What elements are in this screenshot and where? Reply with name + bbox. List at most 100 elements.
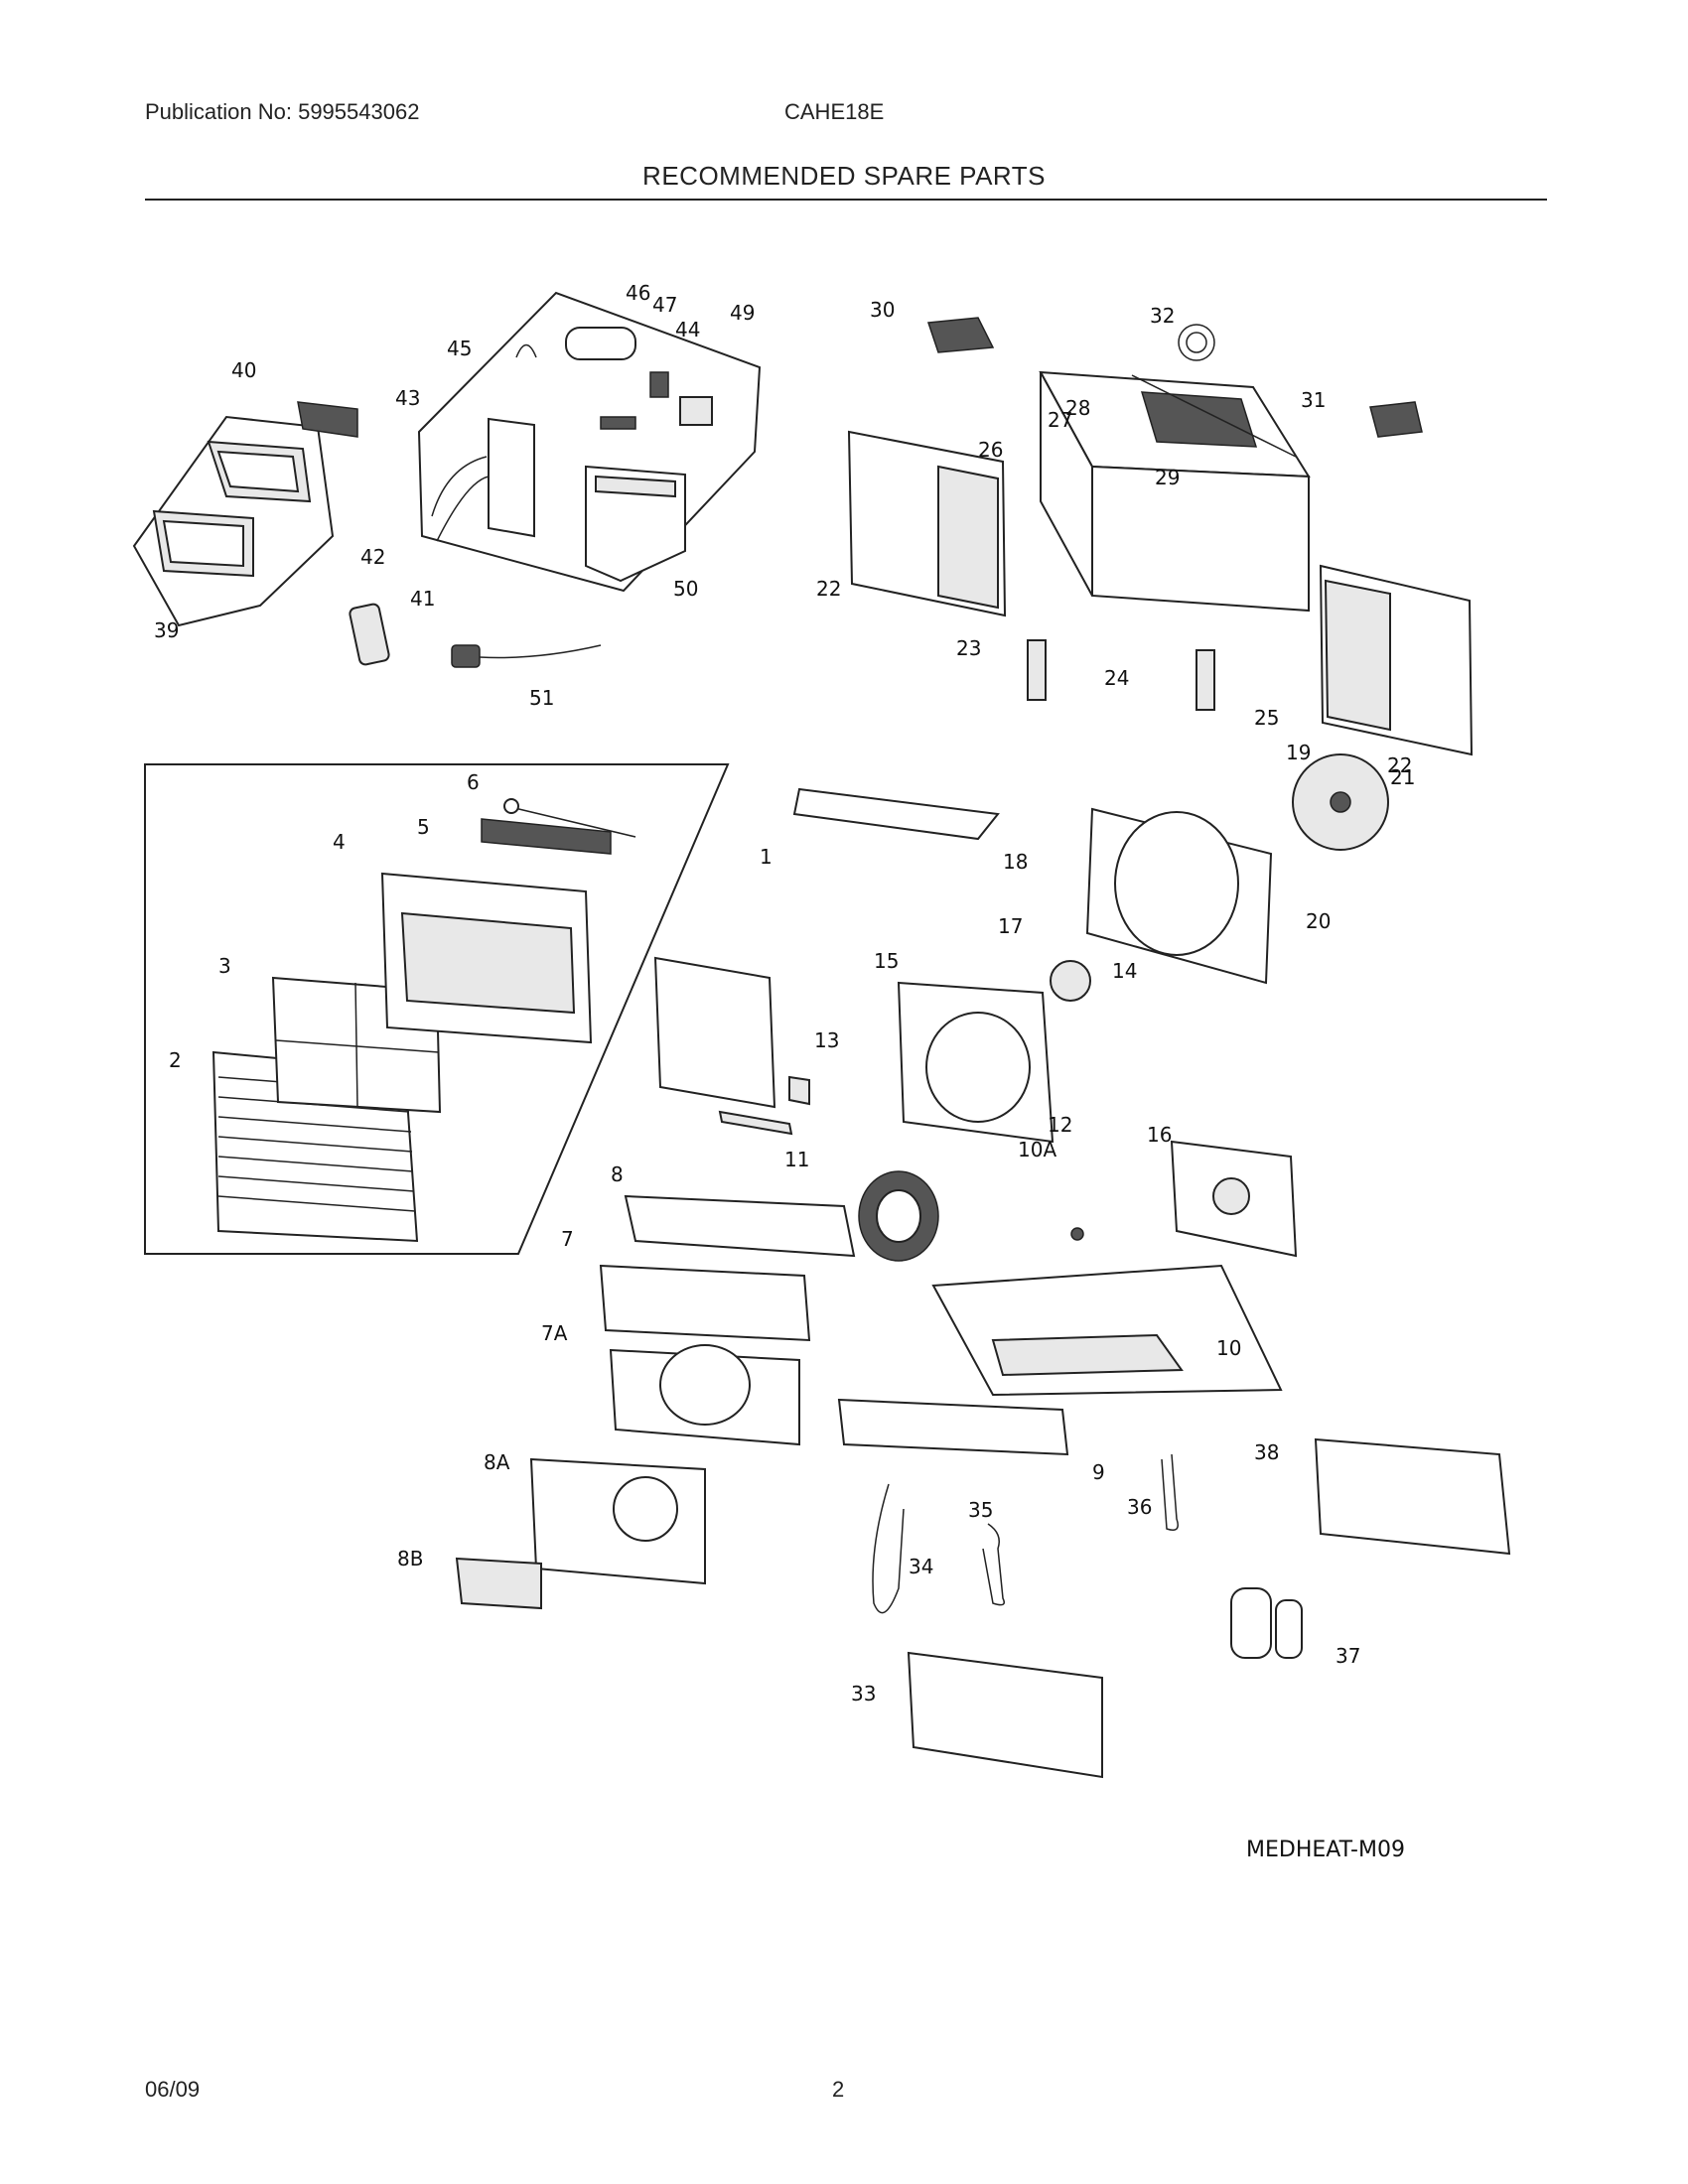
electrical-group	[417, 291, 762, 593]
power-cord	[479, 644, 602, 659]
callout-49: 49	[730, 301, 755, 325]
evaporator-cover	[624, 1194, 856, 1258]
callout-23: 23	[956, 636, 981, 660]
callout-38: 38	[1254, 1440, 1279, 1464]
callout-24: 24	[1104, 666, 1129, 690]
filter-divider-h	[275, 1039, 440, 1053]
callout-11: 11	[784, 1148, 809, 1171]
electrical-group-outline	[417, 291, 762, 593]
callout-19: 19	[1286, 741, 1311, 764]
callout-9: 9	[1092, 1460, 1105, 1484]
terminal-block	[600, 416, 636, 430]
callout-33: 33	[851, 1682, 876, 1706]
callout-labels: 12345677A88A8B91010A11121314151617181920…	[154, 281, 1415, 1706]
shroud-ring	[1114, 811, 1239, 956]
cabinet-side	[1040, 371, 1093, 597]
seal-coil	[1178, 324, 1215, 361]
callout-6: 6	[467, 770, 480, 794]
callout-10: 10	[1216, 1336, 1241, 1360]
base-pan-fitting	[1070, 1227, 1084, 1241]
cabinet-front	[1091, 465, 1310, 613]
callout-8b: 8B	[397, 1547, 423, 1570]
callout-27: 27	[1048, 408, 1072, 432]
callout-32: 32	[1150, 304, 1175, 328]
callout-18: 18	[1003, 850, 1028, 874]
drain-pan-top	[792, 787, 1000, 841]
support-bracket-right	[1196, 649, 1215, 711]
relay	[649, 371, 669, 398]
callout-5: 5	[417, 815, 430, 839]
callout-2: 2	[169, 1048, 182, 1072]
callout-7: 7	[561, 1227, 574, 1251]
cabinet-group	[847, 317, 1474, 756]
compressor	[1230, 1587, 1272, 1659]
motor-bracket-hub	[1212, 1177, 1250, 1215]
callout-29: 29	[1155, 466, 1180, 489]
callout-39: 39	[154, 618, 179, 642]
callout-43: 43	[395, 386, 420, 410]
publication-number: Publication No: 5995543062	[145, 99, 420, 124]
side-curtain-left-pleats	[937, 465, 999, 610]
control-box-top	[595, 475, 676, 498]
transformer	[679, 396, 713, 426]
callout-47: 47	[652, 293, 677, 317]
support-rod	[718, 1110, 793, 1136]
callout-22: 22	[816, 577, 841, 601]
front-panel-opening	[400, 911, 576, 1015]
control-board-face	[216, 450, 300, 493]
page-title: RECOMMENDED SPARE PARTS	[642, 161, 1046, 191]
model-number: CAHE18E	[784, 99, 885, 124]
callout-30: 30	[870, 298, 895, 322]
callout-51: 51	[529, 686, 554, 710]
airflow-group	[455, 753, 1389, 1610]
capillary-tube	[872, 1483, 905, 1614]
condenser-coil	[1314, 1437, 1511, 1556]
callout-40: 40	[231, 358, 256, 382]
seal-coil-inner	[1186, 332, 1207, 353]
pc-board	[297, 401, 358, 438]
filter-divider	[354, 982, 358, 1108]
callout-15: 15	[874, 949, 899, 973]
screw-pack-left	[926, 317, 995, 353]
bracket-small	[788, 1075, 810, 1106]
callout-26: 26	[978, 438, 1003, 462]
callout-45: 45	[447, 337, 472, 360]
callout-1: 1	[760, 845, 773, 869]
power-plug	[451, 644, 481, 668]
insulation-curve	[431, 456, 488, 517]
callout-31: 31	[1301, 388, 1326, 412]
callout-8: 8	[611, 1162, 624, 1186]
condenser-fan-hub	[1330, 791, 1351, 813]
blower-scroll	[925, 1012, 1031, 1123]
diagram-code: MEDHEAT-M09	[1246, 1838, 1405, 1862]
callout-50: 50	[673, 577, 698, 601]
callout-3: 3	[218, 954, 231, 978]
louver	[481, 818, 612, 855]
discharge-tube	[982, 1523, 1005, 1606]
suction-tube	[1161, 1453, 1179, 1531]
callout-46: 46	[626, 281, 650, 305]
footer-date: 06/09	[145, 2077, 201, 2102]
callout-10a: 10A	[1018, 1138, 1056, 1161]
heater-bracket-ring	[613, 1476, 678, 1542]
support-bracket-left	[1027, 639, 1047, 701]
callout-17: 17	[998, 914, 1023, 938]
louver-link-pin	[503, 798, 519, 814]
insulation-curve-2	[436, 476, 490, 542]
partition-panel	[653, 956, 776, 1109]
evaporator-coil	[907, 1651, 1103, 1779]
cabinet-rail	[1131, 374, 1297, 458]
callout-44: 44	[675, 318, 700, 341]
blower-wheel-inner	[876, 1189, 921, 1243]
callout-14: 14	[1112, 959, 1137, 983]
callout-42: 42	[360, 545, 385, 569]
control-panel-group	[132, 401, 358, 627]
refrigeration-group	[872, 1437, 1511, 1779]
callout-20: 20	[1306, 909, 1331, 933]
callout-7a: 7A	[541, 1321, 568, 1345]
fan-motor	[1050, 960, 1091, 1002]
capacitor	[565, 327, 636, 360]
callout-4: 4	[333, 830, 346, 854]
control-display-face	[162, 519, 244, 568]
